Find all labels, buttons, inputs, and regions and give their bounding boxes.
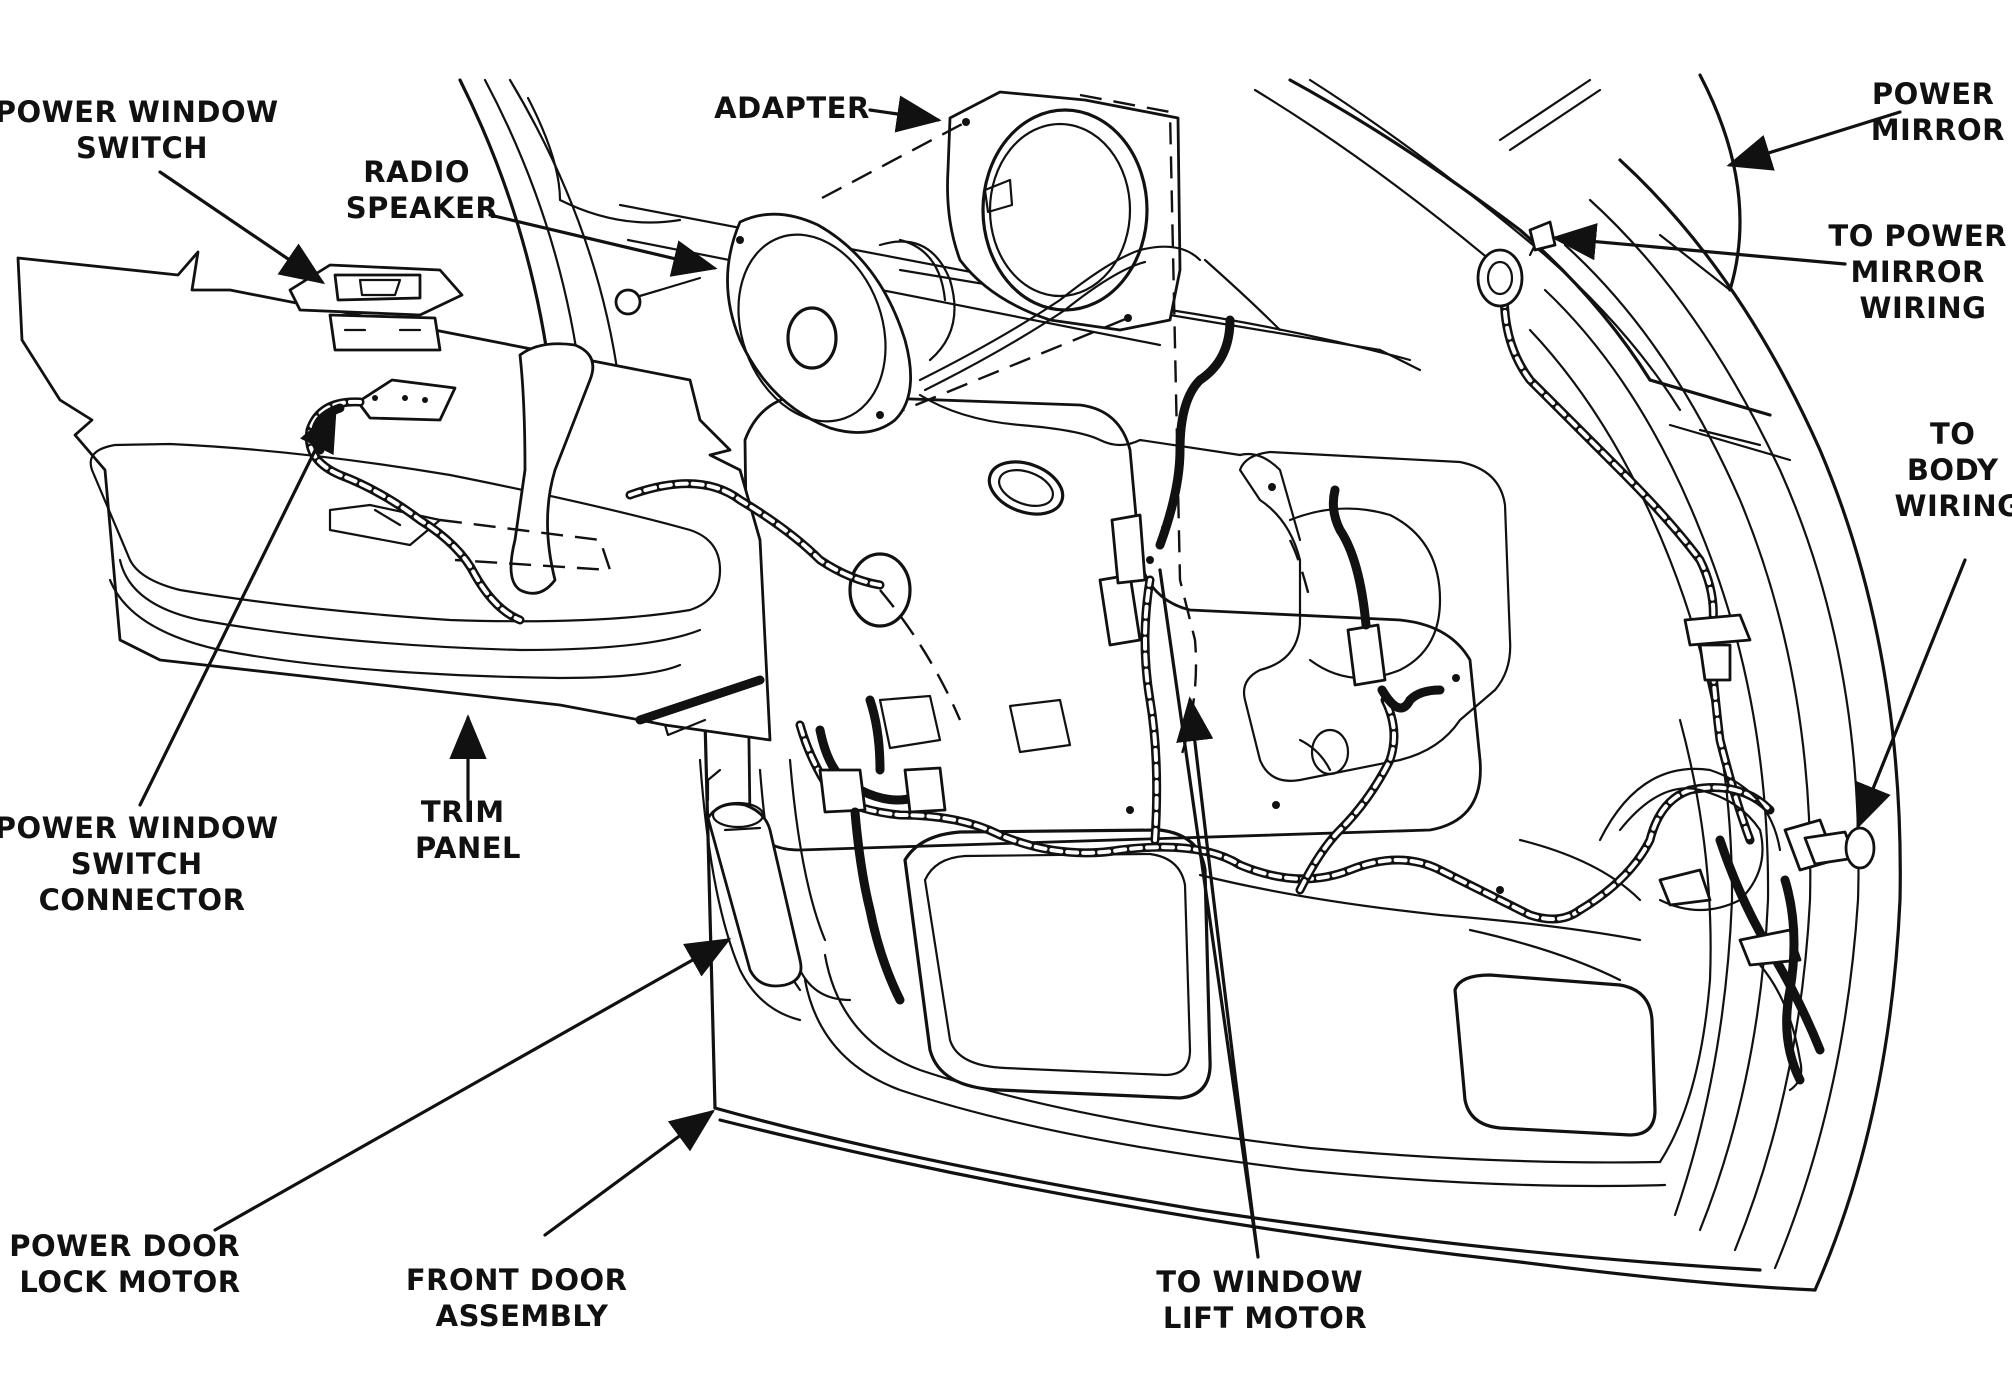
label-trim-panel: TRIM PANEL xyxy=(415,795,521,865)
lift-dashed-line xyxy=(1288,539,1312,601)
leader-adapter xyxy=(868,95,942,133)
trim-panel xyxy=(16,250,772,742)
label-to-body-wiring: TO BODY WIRING xyxy=(1895,417,2012,523)
leader-to-power-mirror-wiring xyxy=(1551,223,1847,266)
power-door-lock-motor xyxy=(706,768,803,988)
leader-to-window-lift-motor xyxy=(1160,568,1260,1259)
label-front-door-assembly: FRONT DOOR ASSEMBLY xyxy=(406,1263,638,1333)
leader-to-body-wiring xyxy=(1856,558,1967,830)
label-to-window-lift-motor: TO WINDOW LIFT MOTOR xyxy=(1156,1265,1373,1335)
leader-front-door-assembly xyxy=(543,1109,716,1237)
label-power-mirror: POWER MIRROR xyxy=(1871,77,2005,147)
label-power-window-switch: POWER WINDOW SWITCH xyxy=(0,95,289,165)
door-wiring-harness xyxy=(625,245,1825,1055)
trim-dashed-line xyxy=(879,589,962,721)
label-adapter: ADAPTER xyxy=(714,91,870,125)
leader-power-mirror xyxy=(1726,110,1902,171)
power-window-switch xyxy=(288,263,464,352)
label-power-door-lock-motor: POWER DOOR LOCK MOTOR xyxy=(9,1229,250,1299)
label-to-power-mirror-wiring: TO POWER MIRROR WIRING xyxy=(1828,219,2012,325)
speaker-adapter xyxy=(946,90,1182,332)
leader-power-window-switch xyxy=(158,170,326,285)
fastener-dots xyxy=(1126,483,1504,894)
adapter-dashed-line-2 xyxy=(883,316,1129,420)
leader-power-window-switch-connector xyxy=(138,406,337,807)
body-wiring-connector xyxy=(1598,613,1876,1092)
label-radio-speaker: RADIO SPEAKER xyxy=(346,155,499,225)
leader-radio-speaker xyxy=(488,213,718,277)
adapter-dashed-line-1 xyxy=(821,120,967,200)
radio-speaker xyxy=(614,212,956,434)
label-power-window-switch-connector: POWER WINDOW SWITCH CONNECTOR xyxy=(0,811,289,917)
power-mirror-grommet xyxy=(1476,220,1557,308)
leader-power-door-lock-motor xyxy=(213,938,732,1232)
